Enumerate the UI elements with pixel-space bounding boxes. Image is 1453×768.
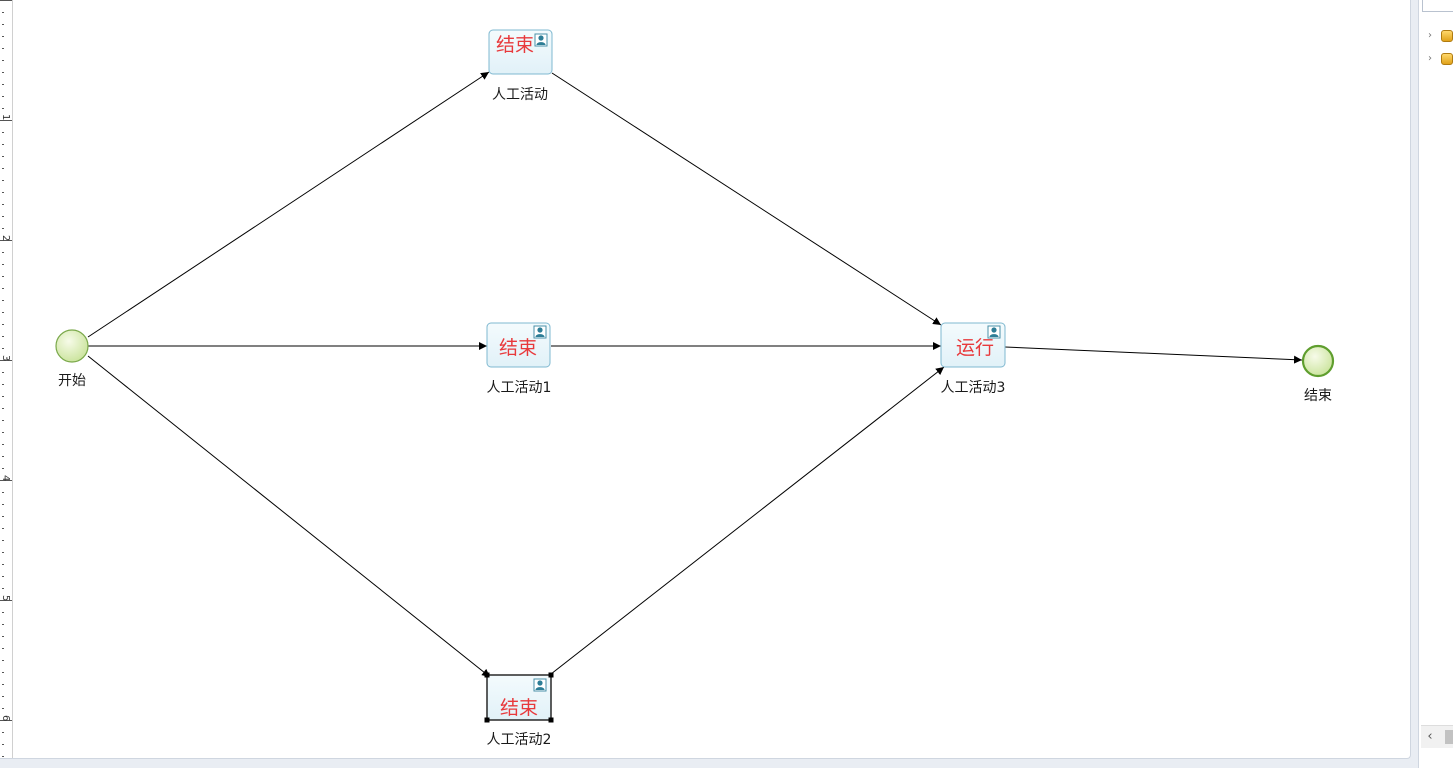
task-status-text: 结束 xyxy=(500,697,538,719)
flow-start-to-task[interactable] xyxy=(87,71,490,338)
flow-start-to-task2[interactable] xyxy=(87,355,491,678)
scroll-left-button[interactable]: ‹ xyxy=(1427,729,1433,744)
selection-handle[interactable] xyxy=(484,672,490,678)
selection-handle[interactable] xyxy=(548,717,554,723)
user-task-3[interactable]: 运行 人工活动3 xyxy=(940,322,1006,396)
package-icon xyxy=(1441,30,1453,42)
task-label: 人工活动 xyxy=(492,87,548,103)
task-status-text: 结束 xyxy=(496,34,534,56)
flow-task-to-task3[interactable] xyxy=(551,72,942,326)
side-panel-toolbar xyxy=(1422,0,1453,12)
ruler-label: 3 xyxy=(0,355,11,361)
ruler-label: 4 xyxy=(0,475,11,481)
end-event[interactable]: 结束 xyxy=(1301,344,1335,404)
horizontal-scrollbar[interactable]: ‹ xyxy=(1421,725,1453,748)
user-task-1[interactable]: 结束 人工活动1 xyxy=(486,322,552,396)
user-icon xyxy=(533,678,547,692)
chevron-right-icon[interactable]: › xyxy=(1428,30,1432,41)
ruler-label: 2 xyxy=(0,235,11,241)
start-event[interactable]: 开始 xyxy=(55,329,89,389)
task-label: 人工活动3 xyxy=(941,380,1006,396)
flow-task3-to-end[interactable] xyxy=(1004,346,1303,364)
user-icon xyxy=(534,33,548,47)
scroll-thumb[interactable] xyxy=(1445,730,1453,744)
task-status-text: 运行 xyxy=(956,337,994,359)
sequence-flows xyxy=(87,71,1303,678)
task-status-text: 结束 xyxy=(499,337,537,359)
ruler-ticks xyxy=(0,0,12,757)
task-label: 人工活动2 xyxy=(487,732,552,748)
user-task-2[interactable]: 结束 人工活动2 xyxy=(484,672,554,749)
outline-side-panel: › › ‹ xyxy=(1418,0,1453,768)
vertical-ruler: 1 2 3 4 5 6 xyxy=(0,0,13,758)
end-event-label: 结束 xyxy=(1304,388,1332,404)
user-task[interactable]: 结束 人工活动 xyxy=(488,29,553,103)
package-icon xyxy=(1441,53,1453,65)
end-event-circle[interactable] xyxy=(1301,344,1335,378)
flow-task2-to-task3[interactable] xyxy=(550,366,945,675)
ruler-label: 6 xyxy=(0,715,11,721)
selection-handle[interactable] xyxy=(484,717,490,723)
start-event-label: 开始 xyxy=(58,373,86,389)
tree-item[interactable]: › xyxy=(1425,51,1453,67)
task-label: 人工活动1 xyxy=(487,380,552,396)
start-event-circle[interactable] xyxy=(55,329,89,363)
selection-handles[interactable] xyxy=(484,672,554,723)
ruler-label: 1 xyxy=(0,114,11,120)
ruler-label: 5 xyxy=(0,595,11,601)
chevron-right-icon[interactable]: › xyxy=(1428,53,1432,64)
diagram-canvas-panel[interactable]: 1 2 3 4 5 6 xyxy=(0,0,1411,759)
tree-item[interactable]: › xyxy=(1425,28,1453,44)
selection-handle[interactable] xyxy=(548,672,554,678)
process-diagram[interactable]: 开始 结束 结束 人工活动 结束 人工活动1 xyxy=(0,0,1410,758)
